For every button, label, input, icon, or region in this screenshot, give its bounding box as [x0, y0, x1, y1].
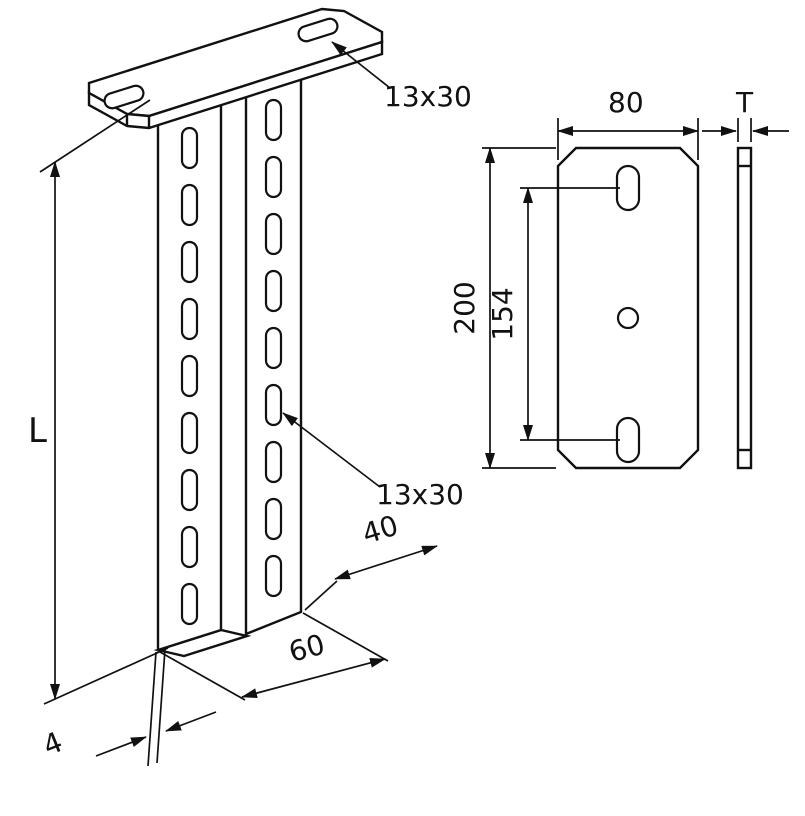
isometric-view: L 13x30 13x30 60 40	[28, 7, 472, 767]
plate-top-slot	[615, 164, 641, 212]
dimension-plate-width: 80	[557, 86, 699, 160]
dim-label-plate-thickness: T	[735, 86, 754, 119]
dim-label-profile-slot: 13x30	[376, 478, 464, 511]
plate-side-outline	[736, 146, 753, 470]
dim-label-material-thickness: 4	[38, 725, 67, 762]
dim-label-plate-length: 200	[448, 281, 481, 334]
dimension-slot-spacing: 154	[486, 187, 620, 441]
plate-bottom-slot	[615, 416, 641, 464]
dim-label-profile-width: 60	[285, 628, 328, 669]
back-face-slots	[264, 98, 283, 598]
dimension-plate-length: 200	[448, 147, 556, 469]
head-plate	[87, 7, 384, 130]
profile-front-face	[156, 78, 223, 652]
dimension-plate-thickness: T	[702, 86, 789, 142]
leader-plate-slot: 13x30	[331, 41, 472, 113]
dim-label-slot-spacing: 154	[486, 287, 519, 340]
plate-front-view: 80 200 154	[448, 86, 700, 470]
plate-side-view: T	[702, 86, 789, 470]
profile-back-face	[244, 54, 303, 636]
dim-label-plate-width: 80	[608, 86, 644, 119]
dim-label-profile-depth: 40	[358, 509, 402, 551]
plate-slot-far	[297, 17, 339, 43]
head-plate-edge-band	[87, 40, 384, 130]
leader-profile-slot: 13x30	[282, 412, 464, 511]
plate-center-hole	[616, 306, 640, 330]
dimension-profile-length: L	[28, 99, 169, 705]
dim-label-profile-length: L	[28, 411, 47, 451]
dim-label-plate-slot: 13x30	[384, 80, 472, 113]
plate-slot-near	[103, 84, 145, 110]
front-face-slots	[180, 126, 199, 626]
dimension-profile-depth: 40	[304, 509, 438, 611]
